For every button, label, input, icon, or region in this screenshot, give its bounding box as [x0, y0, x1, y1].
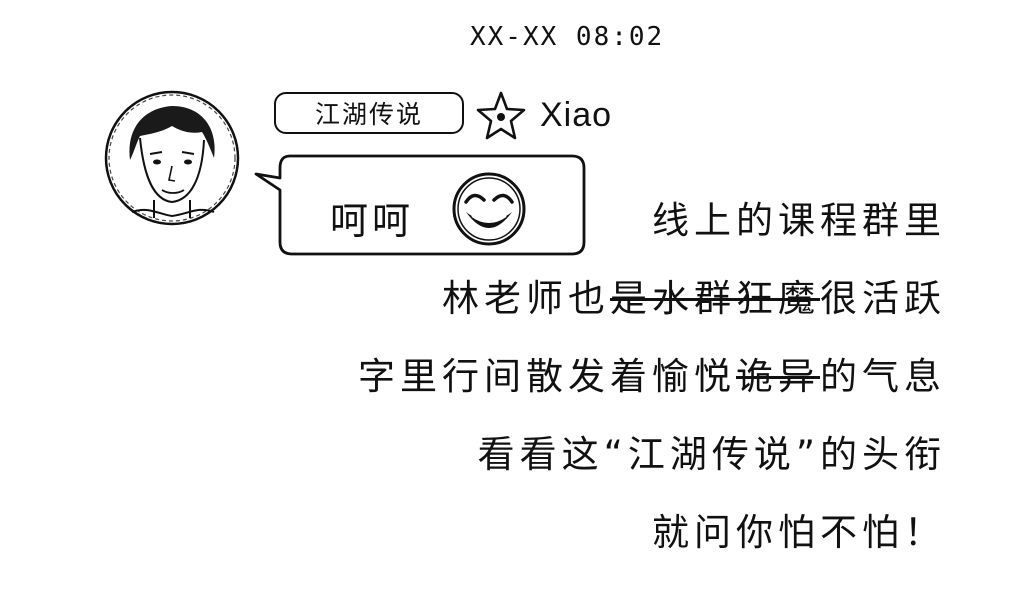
group-title-badge: 江湖传说 — [274, 92, 464, 134]
star-icon — [476, 91, 526, 140]
struck-phrase: 诡异 — [736, 355, 820, 398]
narrative-line-5: 就问你怕不怕！ — [652, 511, 946, 554]
narrative-line-3: 字里行间散发着愉悦诡异的气息 — [358, 355, 946, 398]
person-avatar-icon[interactable] — [102, 88, 242, 228]
struck-phrase: 是水群狂魔 — [610, 277, 820, 320]
smile-emoji-icon — [452, 172, 526, 246]
sender-username[interactable]: Xiao — [540, 96, 613, 134]
narrative-line-2: 林老师也是水群狂魔很活跃 — [442, 277, 946, 320]
message-timestamp: XX-XX 08:02 — [470, 22, 665, 52]
message-text: 呵呵 — [330, 199, 415, 243]
narrative-line-4: 看看这“江湖传说”的头衔 — [477, 433, 946, 476]
narrative-line-1: 线上的课程群里 — [652, 199, 946, 242]
narrative-text: 线上的课程群里 林老师也是水群狂魔很活跃 字里行间散发着愉悦诡异的气息 看看这“… — [306, 202, 946, 592]
